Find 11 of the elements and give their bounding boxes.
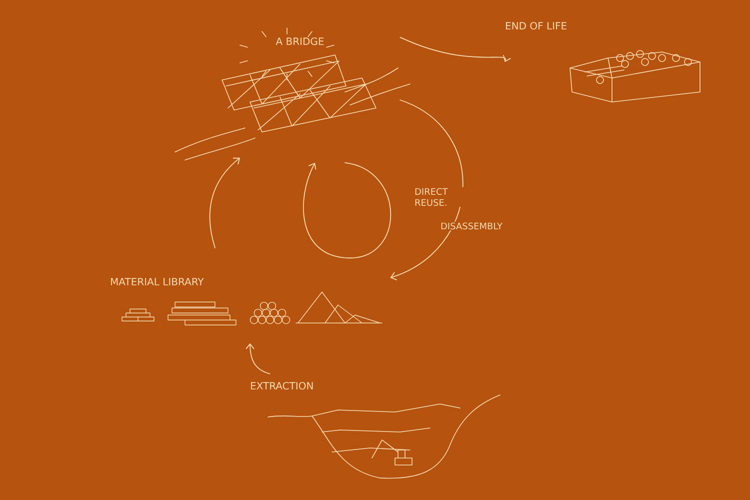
heading: MATERIAL LIBRARY	[111, 278, 204, 286]
heading: A BRIDGE	[276, 37, 324, 46]
edge-label: DIRECT REUSE.	[414, 187, 470, 207]
edge-label: DISASSEMBLY	[440, 222, 503, 230]
arrow	[246, 343, 270, 374]
heading: END OF LIFE	[506, 22, 566, 30]
arrow	[303, 162, 392, 258]
arrow	[400, 36, 512, 62]
heading: EXTRACTION	[251, 382, 313, 390]
arrow	[209, 158, 240, 248]
arrow	[390, 100, 464, 280]
